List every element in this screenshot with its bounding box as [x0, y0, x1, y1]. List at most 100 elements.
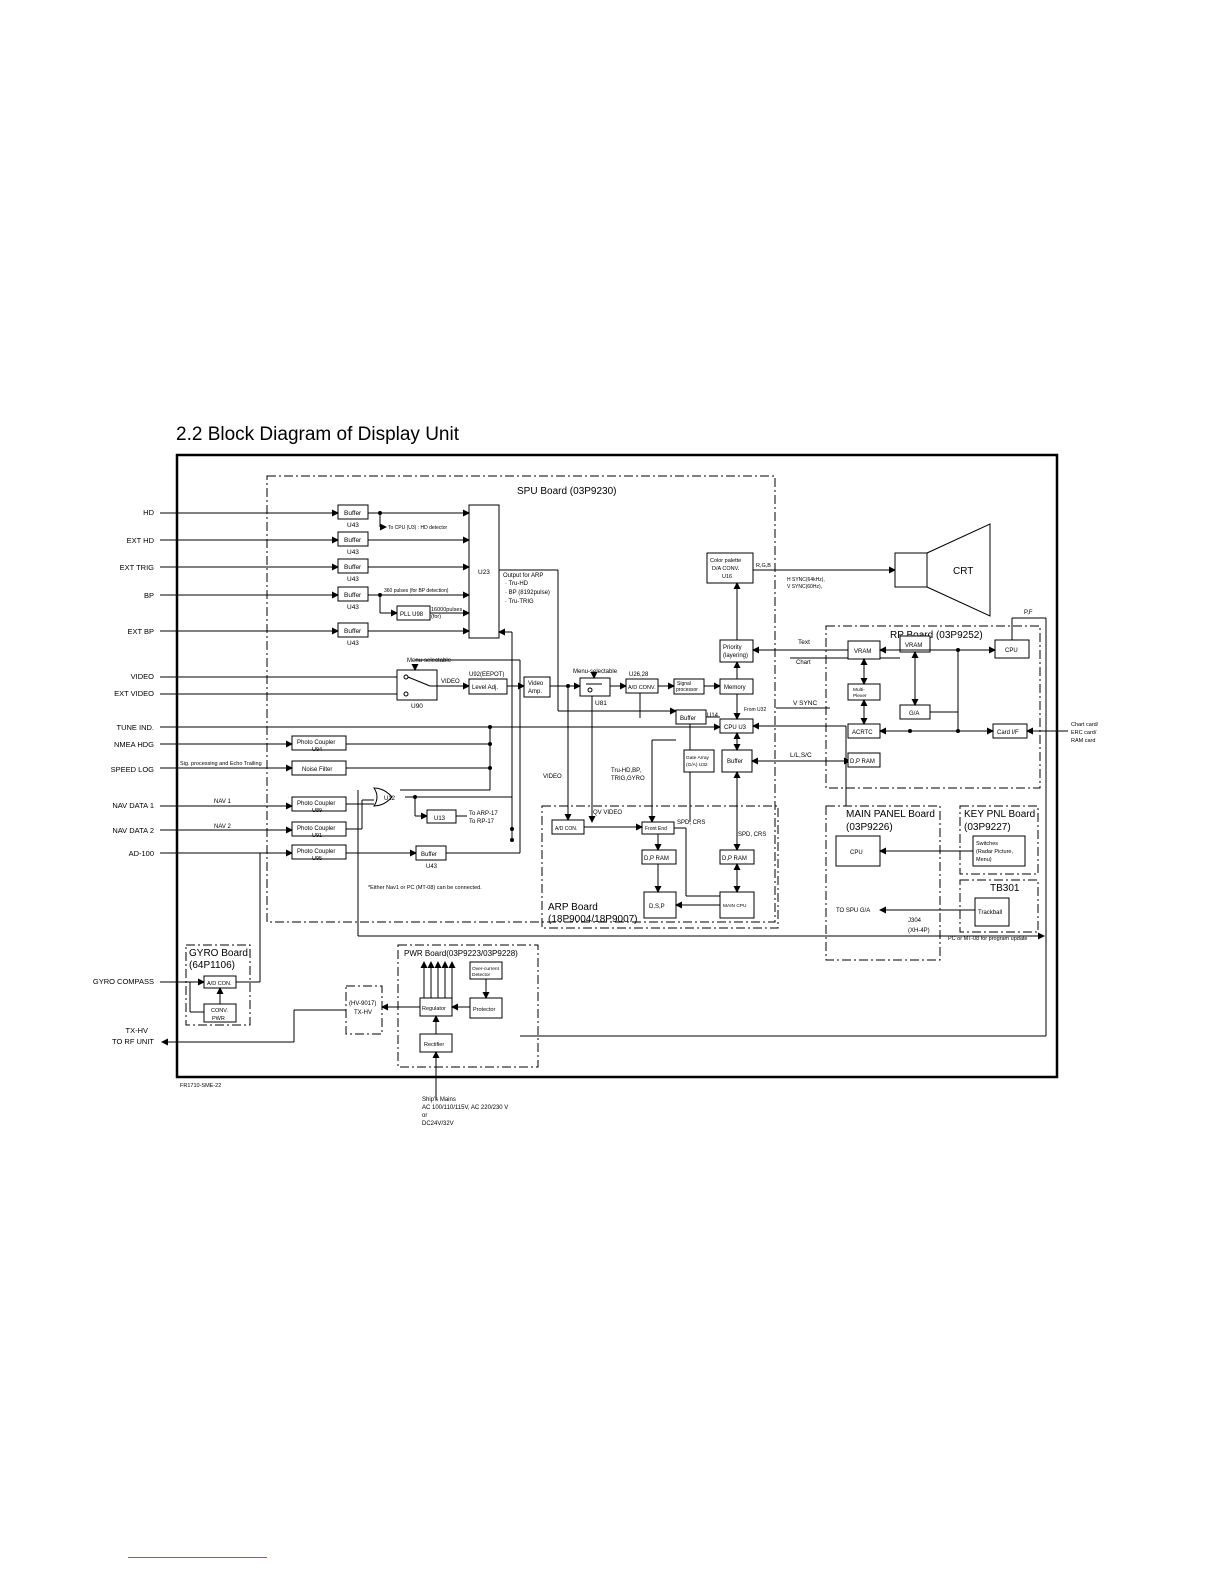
diagram-connector: [956, 729, 960, 733]
diagram-label: (Radar Picture,: [976, 849, 1013, 855]
arp-dp-ram-2: D,P RAM: [722, 856, 747, 862]
arp-title-2: (18P9004/18P9007): [548, 914, 638, 925]
diagram-connector: [250, 628, 521, 983]
key-switches: Switches: [976, 841, 998, 847]
diagram-label: From U32: [744, 707, 766, 713]
diagram-label: U43: [347, 604, 359, 611]
diagram-block: [719, 891, 755, 919]
arp-board-outline: [541, 805, 779, 929]
diagram-connector: Output for ARP · Tru-HD · BP (8192pulse)…: [503, 573, 550, 605]
gyro-title-2: (64P1106): [189, 960, 235, 971]
buffer-3: Buffer: [344, 564, 362, 571]
diagram-label: U95: [312, 856, 322, 862]
diagram-block: [291, 735, 347, 751]
diagram-connector: [378, 511, 382, 515]
diagram-label: Chart: [796, 660, 811, 666]
spu-board-outline: [266, 475, 776, 923]
key-pnl-title-2: (03P9227): [964, 822, 1011, 833]
to-cpu-note: To CPU (U3) : HD detector: [388, 525, 448, 531]
gyro-board-outline: [185, 944, 251, 1026]
rp-cpu: CPU: [1005, 648, 1018, 654]
diagram-connector: Switches (Radar Picture, Menu): [976, 841, 1013, 863]
diagram-label: D/A CONV.: [712, 566, 740, 572]
main-cpu: MAIN CPU: [723, 903, 747, 909]
input-ext-video: EXT VIDEO: [114, 689, 154, 698]
diagram-block: [337, 504, 369, 520]
diagram-block: [523, 676, 551, 698]
tb301-outline: [959, 879, 1039, 933]
diagram-label: Plexer: [853, 693, 867, 699]
diagram-connector: HD EXT HD EXT TRIG BP EXT BP VIDEO EXT V…: [93, 508, 155, 1046]
diagram-label: Amp.: [528, 689, 542, 695]
front-end: Front End: [645, 826, 667, 832]
buffer-5: Buffer: [344, 628, 362, 635]
diagram-label: Text: [798, 639, 810, 646]
diagram-label: H SYNC(64kHz),: [787, 577, 825, 583]
diagram-label: V SYNC(60Hz),: [787, 584, 822, 590]
memory: Memory: [724, 685, 746, 691]
diagram-block: [337, 558, 369, 574]
diagram-label: P,F: [1024, 610, 1033, 616]
diagram-label: VIDEO: [543, 774, 562, 780]
diagram-connector: [908, 729, 912, 733]
gyro-ad-con: A/D CON.: [207, 981, 232, 987]
diagram-label: U43: [347, 522, 359, 529]
diagram-connector: [293, 961, 490, 1100]
video-amp: Video: [528, 681, 544, 687]
main-panel-cpu: CPU: [850, 850, 863, 856]
diagram-label: processor: [676, 687, 698, 693]
diagram-label: L/L,S/C: [790, 752, 812, 759]
diagram-block: [426, 809, 457, 824]
gate-array: Gate Array: [686, 755, 710, 761]
diagram-block: [847, 752, 881, 768]
diagram-label: U92(EEPOT): [469, 672, 504, 678]
diagram-connector: [520, 617, 1068, 1037]
menu-selectable-1: Menu-selectable: [407, 658, 452, 664]
buffer-2: Buffer: [344, 537, 362, 544]
diagram-label: ERC card/: [1071, 730, 1097, 736]
multiplexer: Multi-: [853, 687, 865, 693]
main-panel-outline: [825, 805, 941, 961]
diagram-label: V SYNC: [793, 700, 818, 707]
spu-title: SPU Board (03P9230): [517, 486, 617, 497]
diagram-label: U43: [347, 549, 359, 556]
diagram-label: · Tru-TRIG: [505, 599, 534, 605]
mains-1: Ship's Mains: [422, 1097, 456, 1103]
input-ext-trig: EXT TRIG: [120, 563, 154, 572]
dsp: D,S,P: [649, 904, 665, 910]
diagram-block: [974, 897, 1010, 927]
rp-board-outline: [825, 625, 1041, 789]
pc-note: PC or MT-08 for program update: [948, 936, 1027, 942]
diagram-label: U43: [347, 576, 359, 583]
arp-title-1: ARP Board: [548, 902, 598, 913]
input-speed-log: SPEED LOG: [111, 765, 155, 774]
rp-vram-1: VRAM: [854, 649, 871, 655]
diagram-connector: [956, 648, 960, 652]
footer-rule: [128, 1557, 267, 1558]
diagram-label: TO SPU G/A: [836, 908, 870, 914]
diagram-label: U12: [384, 796, 396, 802]
or-gate-u12: [373, 787, 393, 807]
diagram-connector: Ship's Mains AC 100/110/115V, AC 220/230…: [422, 1097, 508, 1127]
diagram-connector: [488, 742, 492, 746]
diagram-label: or: [422, 1113, 427, 1119]
acrtc: ACRTC: [852, 730, 873, 736]
priority: Priority: [723, 645, 742, 651]
diagram-label: RAM card: [1071, 738, 1095, 744]
output-tx-hv: TX-HV: [126, 1026, 149, 1035]
cpu-u3: CPU U3: [724, 725, 747, 731]
diagram-connector: [510, 838, 514, 842]
outer-frame: [175, 453, 1059, 1079]
buffer-spu: Buffer: [727, 759, 743, 765]
diagram-label: AC 100/110/115V, AC 220/230 V: [422, 1105, 508, 1111]
output-arp-1: Output for ARP: [503, 573, 543, 579]
input-video: VIDEO: [131, 672, 155, 681]
diagram-label: DC24V/32V: [422, 1121, 454, 1127]
diagram-block: [396, 605, 431, 621]
u23-block: [468, 504, 500, 639]
diagram-label: Tru-HD,BP,: [611, 768, 641, 774]
diagram-connector: [413, 795, 417, 799]
diagram-label: Menu): [976, 857, 992, 863]
video-switch-u90: [396, 669, 438, 701]
